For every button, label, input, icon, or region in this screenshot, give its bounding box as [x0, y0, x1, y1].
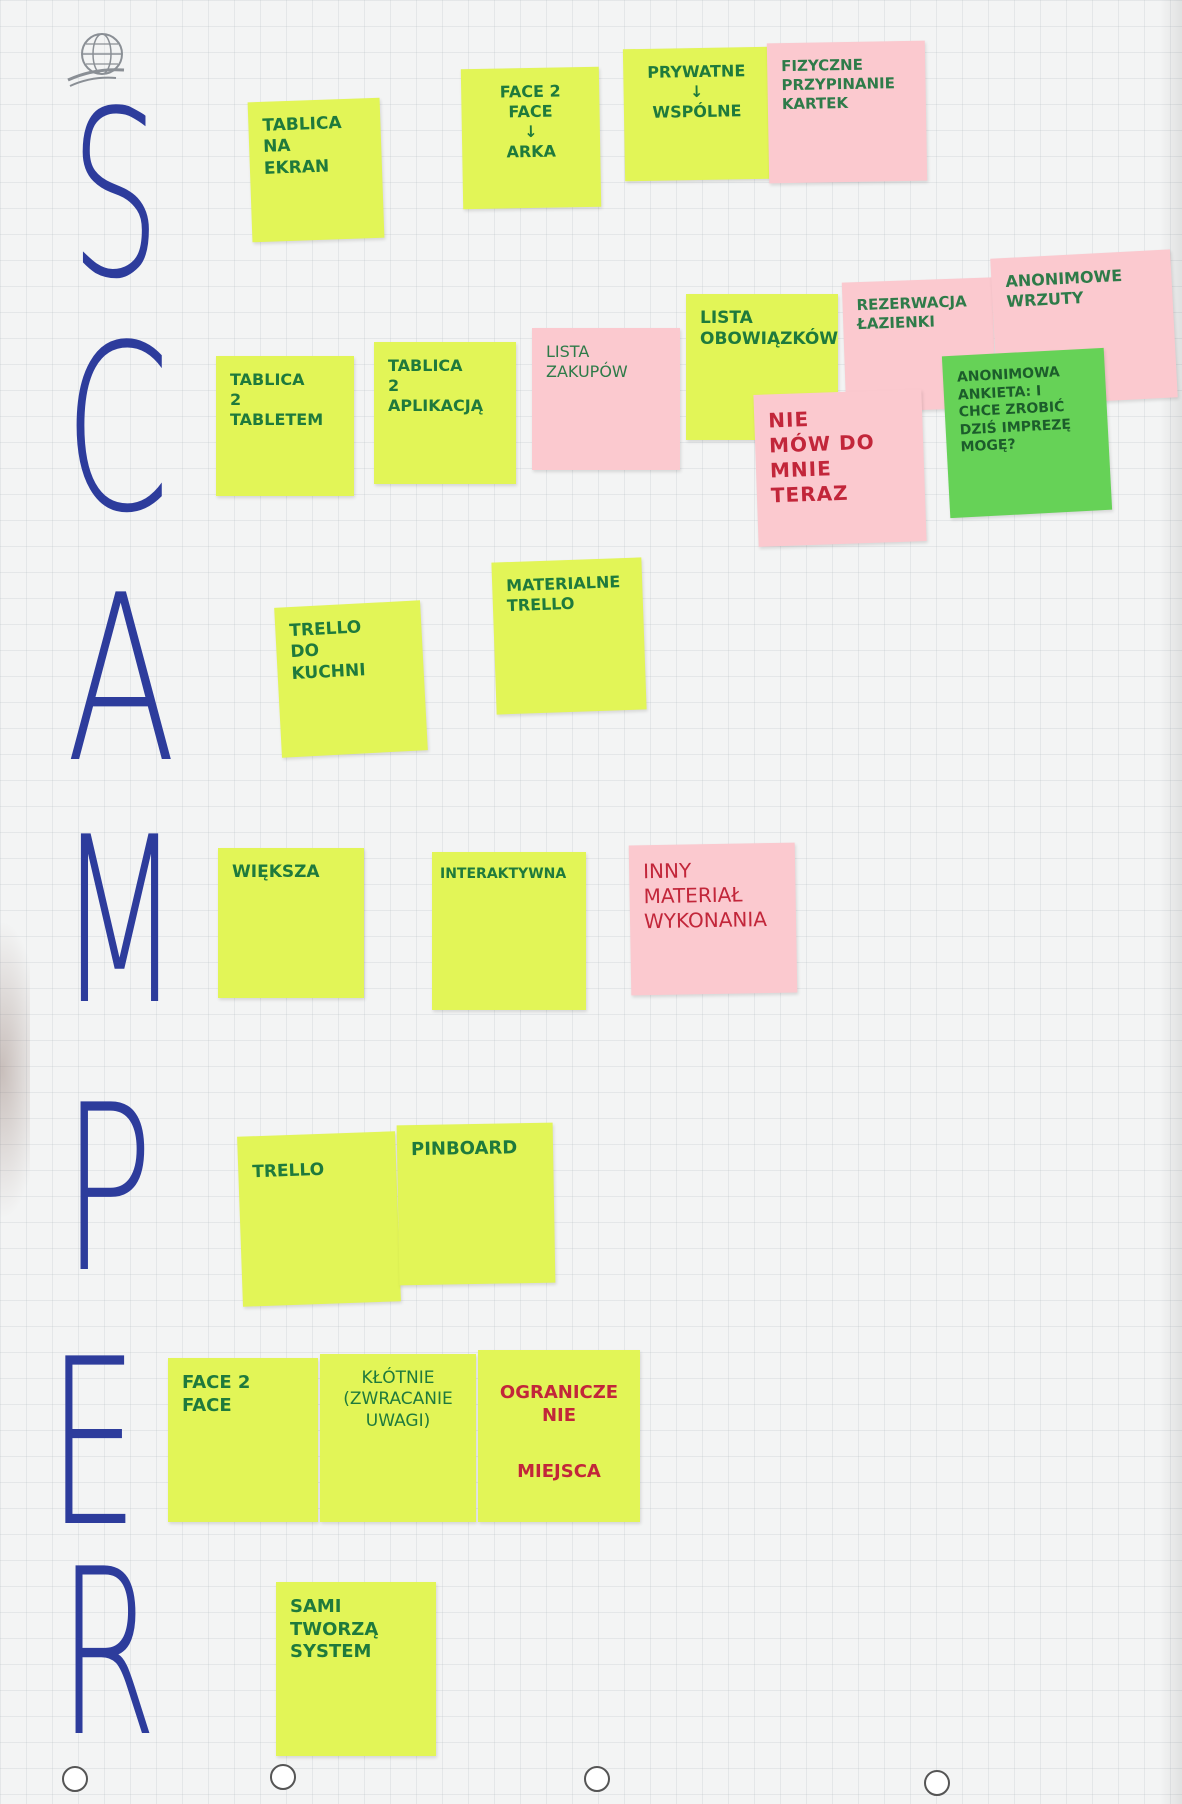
sticky-note: LISTA ZAKUPÓW — [532, 328, 680, 470]
sticky-note: NIE MÓW DO MNIE TERAZ — [753, 389, 927, 547]
letter-e: E — [48, 1311, 139, 1578]
letter-c: C — [64, 297, 171, 564]
sticky-note: TABLICA 2 APLIKACJĄ — [374, 342, 516, 484]
hand-shadow — [0, 920, 30, 1220]
sticky-note: ANONIMOWA ANKIETA: I CHCE ZROBIĆ DZIŚ IM… — [941, 347, 1113, 519]
letter-r: R — [58, 1521, 158, 1788]
sticky-note: TABLICA NA EKRAN — [247, 97, 385, 243]
letter-p: P — [62, 1057, 154, 1324]
sticky-note: MATERIALNE TRELLO — [491, 557, 647, 715]
letter-a: A — [66, 547, 177, 814]
sticky-note: OGRANICZE NIE MIEJSCA — [478, 1350, 640, 1522]
letter-m: M — [58, 789, 182, 1056]
sticky-note: WIĘKSZA — [218, 848, 364, 998]
sticky-note: TABLICA 2 TABLETEM — [216, 356, 354, 496]
sticky-note: TRELLO DO KUCHNI — [274, 600, 428, 758]
sticky-note: SAMI TWORZĄ SYSTEM — [276, 1582, 436, 1756]
sticky-note: LISTA OBOWIĄZKÓW — [686, 294, 838, 440]
sticky-note-text: OGRANICZE NIE — [499, 1382, 619, 1426]
sticky-note: FACE 2 FACE — [168, 1358, 318, 1522]
sticky-note: PRYWATNE ↓ WSPÓLNE — [622, 46, 772, 182]
sticky-note-text: MIEJSCA — [517, 1461, 601, 1482]
sticky-note: FACE 2 FACE ↓ ARKA — [460, 66, 602, 210]
sticky-note: TRELLO — [237, 1131, 401, 1307]
letter-s: S — [70, 63, 161, 330]
sticky-note: PINBOARD — [396, 1122, 556, 1286]
sticky-note: INTERAKTYWNA — [432, 852, 586, 1010]
binder-hole — [270, 1764, 296, 1790]
binder-hole — [924, 1770, 950, 1796]
sticky-note: FIZYCZNE PRZYPINANIE KARTEK — [766, 40, 928, 184]
paper-edge-shadow — [1160, 0, 1182, 1804]
sticky-note: INNY MATERIAŁ WYKONANIA — [628, 842, 798, 996]
globe-logo-icon — [67, 33, 125, 87]
sticky-note: KŁÓTNIE (ZWRACANIE UWAGI) — [320, 1354, 476, 1522]
binder-hole — [62, 1766, 88, 1792]
binder-hole — [584, 1766, 610, 1792]
